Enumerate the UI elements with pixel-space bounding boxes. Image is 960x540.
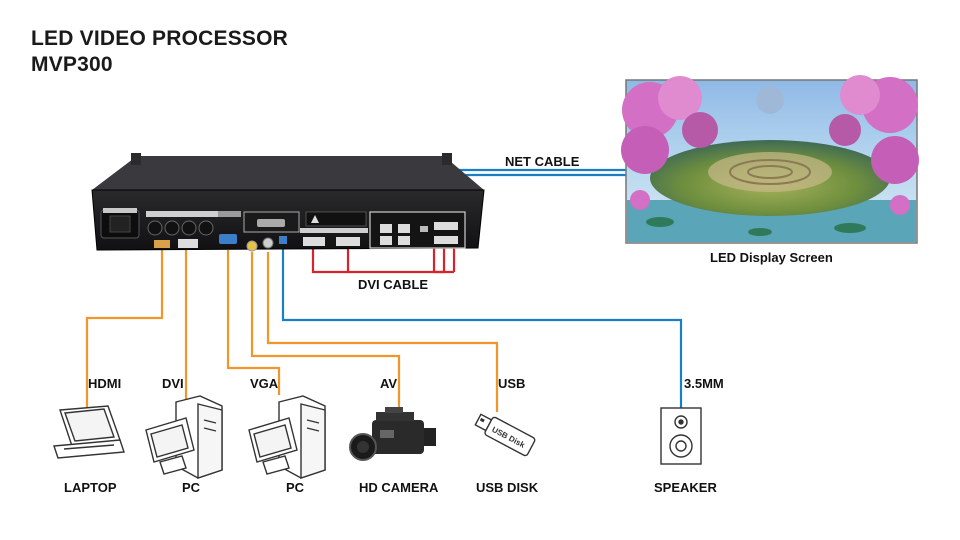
speaker-icon xyxy=(660,407,702,465)
device-label-laptop: LAPTOP xyxy=(64,480,117,495)
cables xyxy=(85,168,683,412)
net-port-1 xyxy=(380,224,392,233)
bnc-port-4 xyxy=(198,220,214,236)
laptop-icon xyxy=(53,405,125,459)
dvi-output-cable-1 xyxy=(311,240,350,274)
hdmi-port xyxy=(154,240,170,248)
device-label-hd-camera: HD CAMERA xyxy=(359,480,439,495)
av-port-2 xyxy=(262,237,274,249)
av-cable xyxy=(250,252,401,412)
camera-icon xyxy=(349,407,436,461)
device-label-speaker: SPEAKER xyxy=(654,480,717,495)
usb-cable xyxy=(266,252,499,412)
vga-port xyxy=(219,234,237,244)
dvi-output-port-2 xyxy=(336,237,360,246)
pc-icon xyxy=(145,395,223,479)
port-label-usb: USB xyxy=(498,376,525,391)
dvi-cable-label: DVI CABLE xyxy=(358,277,428,292)
usb-disk-icon: USB Disk xyxy=(474,413,536,457)
dvi-output-port-1 xyxy=(303,237,325,246)
video-processor-device xyxy=(91,153,485,252)
page-subtitle: MVP300 xyxy=(31,53,113,76)
port-label-3-5mm: 3.5MM xyxy=(684,376,724,391)
bnc-port-1 xyxy=(147,220,163,236)
screen-label: LED Display Screen xyxy=(710,250,833,265)
port-label-vga: VGA xyxy=(250,376,279,391)
card-dvi-port-2 xyxy=(434,236,458,244)
port-label-av: AV xyxy=(380,376,397,391)
hdmi-cable xyxy=(85,250,164,408)
audio-cable xyxy=(281,244,683,408)
vga-cable xyxy=(226,250,281,395)
led-display-screen xyxy=(621,75,919,244)
device-label-usb-disk: USB DISK xyxy=(476,480,539,495)
page-title: LED VIDEO PROCESSOR xyxy=(31,27,289,50)
port-label-dvi: DVI xyxy=(162,376,184,391)
dvi-input-port xyxy=(178,239,198,248)
av-port xyxy=(246,240,258,252)
card-dvi-port-1 xyxy=(434,222,458,230)
bnc-port-3 xyxy=(181,220,197,236)
net-cable-label: NET CABLE xyxy=(505,154,580,169)
net-port-2 xyxy=(398,224,410,233)
bnc-port-2 xyxy=(164,220,180,236)
port-label-hdmi: HDMI xyxy=(88,376,121,391)
audio-port xyxy=(279,236,287,244)
device-label-pc-1: PC xyxy=(182,480,201,495)
pc-icon-2 xyxy=(248,395,326,479)
device-label-pc-2: PC xyxy=(286,480,305,495)
